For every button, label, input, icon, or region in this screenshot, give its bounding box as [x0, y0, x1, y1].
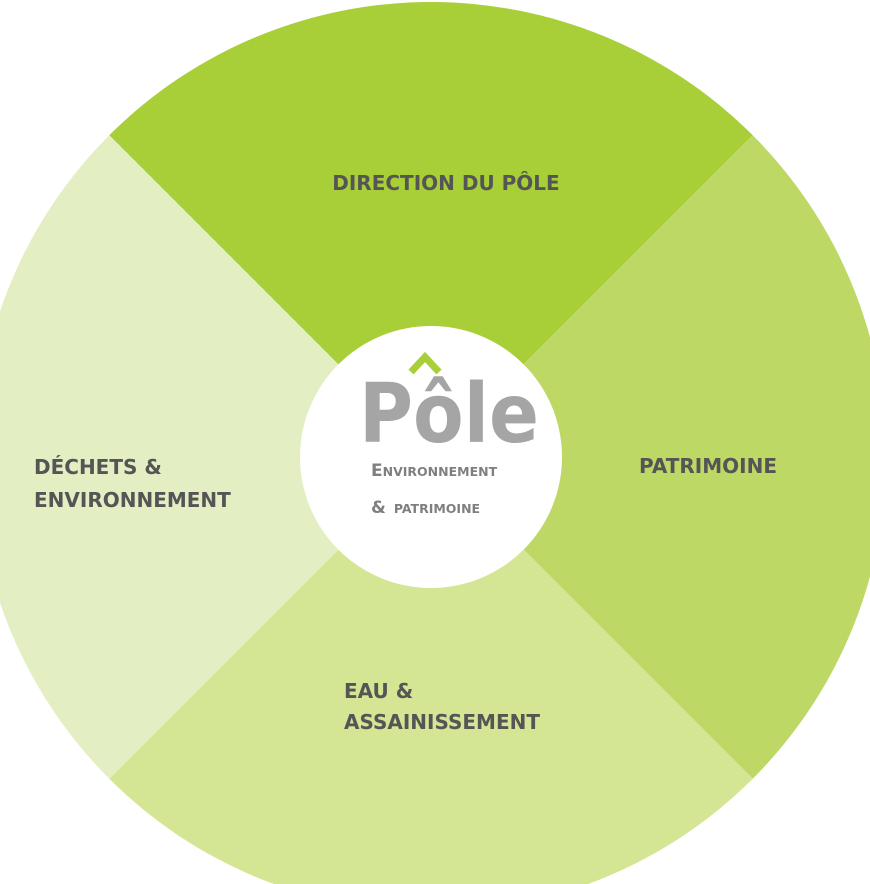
- segment-patrimoine: [431, 135, 870, 779]
- label-direction-du-pole: DIRECTION DU PÔLE: [332, 171, 559, 195]
- logo-subtitle-line2: &PATRIMOINE: [371, 498, 480, 518]
- label-dechets-environnement: DÉCHETS & ENVIRONNEMENT: [34, 455, 231, 512]
- label-eau-assainissement: EAU & ASSAINISSEMENT: [344, 679, 540, 734]
- center-circle: [300, 326, 562, 588]
- label-patrimoine: PATRIMOINE: [639, 454, 777, 478]
- logo-subtitle-line1: ENVIRONNEMENT: [371, 461, 498, 481]
- logo-circumflex-accent: [408, 351, 442, 375]
- logo-word: Pôle: [359, 367, 539, 462]
- segment-direction: [109, 2, 753, 458]
- segment-dechets: [0, 135, 431, 779]
- pole-logo: Pôle ENVIRONNEMENT &PATRIMOINE: [359, 351, 539, 518]
- segment-eau: [109, 457, 753, 884]
